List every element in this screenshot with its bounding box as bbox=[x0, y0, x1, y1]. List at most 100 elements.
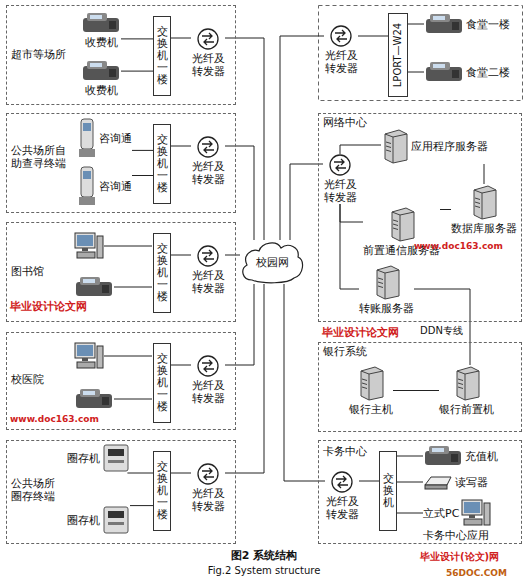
switch-box: 交换机一楼 bbox=[153, 233, 171, 313]
panel-heading-wrap: 超市等场所 bbox=[11, 48, 81, 61]
network-link bbox=[225, 38, 264, 240]
panel-heading-wrap: 银行系统 bbox=[323, 345, 383, 358]
network-link bbox=[440, 209, 451, 210]
network-link bbox=[340, 145, 381, 154]
label-wrap: 毕业设计(论文)网 bbox=[420, 551, 499, 563]
panel-heading-wrap: 卡务中心应用 bbox=[423, 529, 503, 542]
panel-heading-wrap: 网络中心 bbox=[323, 116, 383, 129]
edge-label-wrap: DDN专线 bbox=[418, 325, 465, 337]
network-link bbox=[393, 390, 439, 391]
device-node: 光纤及转发器 bbox=[191, 136, 225, 186]
device-wire bbox=[104, 246, 152, 399]
device-label: 光纤及转发器 bbox=[323, 178, 357, 204]
device-label: 光纤及转发器 bbox=[325, 495, 359, 521]
network-link bbox=[171, 365, 191, 366]
conv-icon bbox=[330, 25, 352, 47]
switch-box: 交换机一楼 bbox=[153, 343, 171, 423]
network-link bbox=[225, 255, 240, 256]
watermark: www.doc163.com bbox=[414, 241, 503, 251]
network-link bbox=[340, 204, 363, 222]
watermark: 毕业设计论文网 bbox=[10, 300, 87, 313]
server-icon bbox=[373, 264, 401, 300]
label-wrap: 56DOC.COM bbox=[446, 568, 507, 579]
hub-box: LPORT—W24 bbox=[388, 13, 408, 97]
network-link bbox=[340, 204, 359, 289]
panel-heading: 卡务中心 bbox=[323, 445, 383, 458]
pos-icon bbox=[81, 60, 121, 82]
conv-icon bbox=[197, 355, 219, 377]
vertical-label: 交换机一楼 bbox=[157, 353, 168, 413]
device-node: 食堂一楼 bbox=[424, 13, 510, 35]
network-link bbox=[130, 505, 153, 506]
device-label: 食堂二楼 bbox=[466, 66, 510, 79]
panel-heading: 公共场所自助查寻终端 bbox=[11, 144, 69, 170]
reader-icon bbox=[423, 473, 453, 491]
device-node: 应用程序服务器 bbox=[381, 128, 488, 164]
network-link bbox=[484, 164, 485, 184]
label-wrap: 毕业设计论文网 bbox=[10, 300, 87, 313]
group-panel: 公共场所圈存终端圈存机圈存机交换机一楼光纤及转发器 bbox=[6, 440, 236, 544]
device-node: 光纤及转发器 bbox=[323, 154, 357, 204]
device-label: 光纤及转发器 bbox=[191, 269, 225, 295]
panel-outline bbox=[319, 6, 523, 101]
device-node: 咨询通 bbox=[77, 118, 132, 158]
watermark: www.doc163.com bbox=[10, 414, 99, 424]
vertical-label: 交换机一楼 bbox=[157, 26, 168, 86]
network-link bbox=[408, 24, 424, 25]
device-node: 光纤及转发器 bbox=[325, 471, 359, 521]
pos-icon bbox=[423, 445, 463, 467]
panel-heading-wrap: 公共场所圈存终端 bbox=[11, 477, 59, 503]
network-link bbox=[414, 289, 470, 365]
network-link bbox=[225, 146, 254, 240]
device-label: 圈存机 bbox=[67, 452, 100, 465]
device-node: 银行主机 bbox=[349, 365, 393, 416]
panel-heading: 超市等场所 bbox=[11, 48, 81, 61]
vertical-label: 交换机一楼 bbox=[157, 134, 168, 194]
network-link bbox=[121, 71, 153, 72]
device-label: 立式PC bbox=[423, 507, 459, 520]
network-link bbox=[397, 482, 423, 483]
device-label: 光纤及转发器 bbox=[191, 379, 225, 405]
pc-icon bbox=[75, 343, 103, 368]
device-label: 食堂一楼 bbox=[466, 18, 510, 31]
network-link bbox=[358, 36, 388, 37]
group-panel: 公共场所自助查寻终端咨询通咨询通交换机一楼光纤及转发器 bbox=[6, 113, 236, 213]
network-link bbox=[171, 473, 191, 474]
label-wrap: www.doc163.com bbox=[10, 414, 99, 425]
pc-icon bbox=[461, 499, 491, 527]
network-link bbox=[397, 456, 423, 457]
device-label: 应用程序服务器 bbox=[411, 140, 488, 153]
panel-heading: 公共场所圈存终端 bbox=[11, 477, 59, 503]
panel-heading: 网络中心 bbox=[323, 116, 383, 129]
device-label: 转账服务器 bbox=[359, 302, 414, 315]
vertical-label: 交换机一楼 bbox=[157, 243, 168, 303]
device-node: 收费机 bbox=[81, 60, 121, 97]
panel-heading: 银行系统 bbox=[323, 345, 383, 358]
device-label: 收费机 bbox=[85, 36, 118, 49]
server-icon bbox=[388, 206, 416, 242]
device-label: 光纤及转发器 bbox=[191, 487, 225, 513]
panel-heading-wrap: 图书馆 bbox=[11, 265, 61, 278]
label-wrap: 毕业设计论文网 bbox=[322, 326, 399, 339]
loader-icon bbox=[102, 443, 130, 473]
device-label: 银行主机 bbox=[349, 403, 393, 416]
device-node: 收费机 bbox=[81, 12, 121, 49]
device-node: 转账服务器 bbox=[359, 264, 414, 315]
edge-label: DDN专线 bbox=[418, 325, 465, 336]
switch-box: 交换机一楼 bbox=[153, 124, 171, 204]
device-node: 咨询通 bbox=[77, 166, 132, 206]
device-label: 银行前置机 bbox=[439, 403, 494, 416]
device-label: 光纤及转发器 bbox=[191, 52, 225, 78]
device-node: 圈存机 bbox=[67, 443, 130, 473]
conv-icon bbox=[197, 136, 219, 158]
network-link bbox=[397, 513, 423, 514]
pc-icon bbox=[75, 233, 103, 258]
network-link bbox=[225, 284, 254, 365]
label-wrap: www.doc163.com bbox=[414, 241, 503, 252]
watermark: 毕业设计论文网 bbox=[322, 326, 399, 339]
network-link bbox=[408, 72, 424, 73]
pos-icon bbox=[76, 277, 112, 296]
network-link bbox=[171, 146, 191, 147]
